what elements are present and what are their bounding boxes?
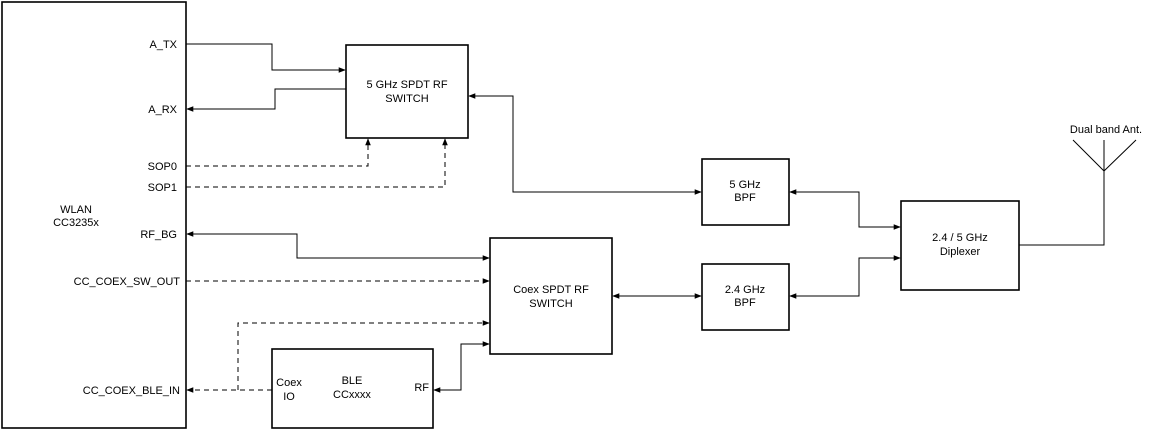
- diplexer-label-line2: Diplexer: [940, 246, 981, 258]
- pin-sop0: SOP0: [148, 161, 177, 173]
- ble-block: BLE CCxxxx Coex IO RF: [271, 348, 434, 429]
- switch-5ghz-label-line2: SWITCH: [385, 93, 428, 105]
- ble-title: BLE: [342, 375, 363, 387]
- diplexer-block: 2.4 / 5 GHz Diplexer: [900, 200, 1020, 291]
- switch-5ghz-block: 5 GHz SPDT RF SWITCH: [345, 44, 469, 139]
- pin-rf-bg: RF_BG: [140, 229, 177, 241]
- pin-a-tx: A_TX: [149, 39, 177, 51]
- coex-switch-block: Coex SPDT RF SWITCH: [489, 237, 613, 355]
- wire-sop1: [186, 138, 448, 188]
- pin-cc-coex-ble-in: CC_COEX_BLE_IN: [83, 385, 180, 397]
- diplexer-label-line1: 2.4 / 5 GHz: [932, 232, 988, 244]
- wire-ble-coex-to-switch: [237, 320, 490, 390]
- wire-a-tx: [186, 43, 346, 73]
- wire-bpf5-diplexer: [789, 189, 901, 230]
- bpf-5ghz-block: 5 GHz BPF: [701, 158, 790, 226]
- wlan-part-number: CC3235x: [53, 217, 99, 229]
- bpf-5ghz-label-line1: 5 GHz: [729, 179, 760, 191]
- wire-sop0: [186, 138, 371, 167]
- ble-part-number: CCxxxx: [333, 389, 371, 401]
- wlan-block: WLAN CC3235x A_TX A_RX SOP0 SOP1 RF_BG C…: [1, 1, 187, 429]
- wire-ble-rf: [433, 341, 490, 393]
- coex-switch-label-line2: SWITCH: [529, 298, 572, 310]
- antenna-label: Dual band Ant.: [1070, 124, 1142, 136]
- ble-rf-label: RF: [414, 382, 429, 394]
- bpf-24ghz-block: 2.4 GHz BPF: [701, 263, 790, 331]
- bpf-24ghz-label-line1: 2.4 GHz: [725, 284, 765, 296]
- ble-coex-io-label-line1: Coex: [276, 377, 302, 389]
- pin-a-rx: A_RX: [148, 104, 177, 116]
- ble-coex-io-label-line2: IO: [283, 391, 295, 403]
- dual-band-antenna: Dual band Ant.: [1019, 124, 1142, 246]
- wire-bpf24-diplexer: [789, 255, 901, 299]
- pin-cc-coex-sw-out: CC_COEX_SW_OUT: [74, 276, 181, 288]
- wire-rf-bg: [186, 231, 490, 261]
- coex-switch-label-line1: Coex SPDT RF: [513, 284, 589, 296]
- wire-switch5-bpf5: [468, 93, 702, 195]
- connections: [186, 43, 901, 393]
- switch-5ghz-label-line1: 5 GHz SPDT RF: [366, 79, 447, 91]
- wire-a-rx: [186, 88, 346, 112]
- pin-sop1: SOP1: [148, 182, 177, 194]
- bpf-24ghz-label-line2: BPF: [734, 297, 756, 309]
- bpf-5ghz-label-line2: BPF: [734, 192, 756, 204]
- wlan-title: WLAN: [60, 204, 92, 216]
